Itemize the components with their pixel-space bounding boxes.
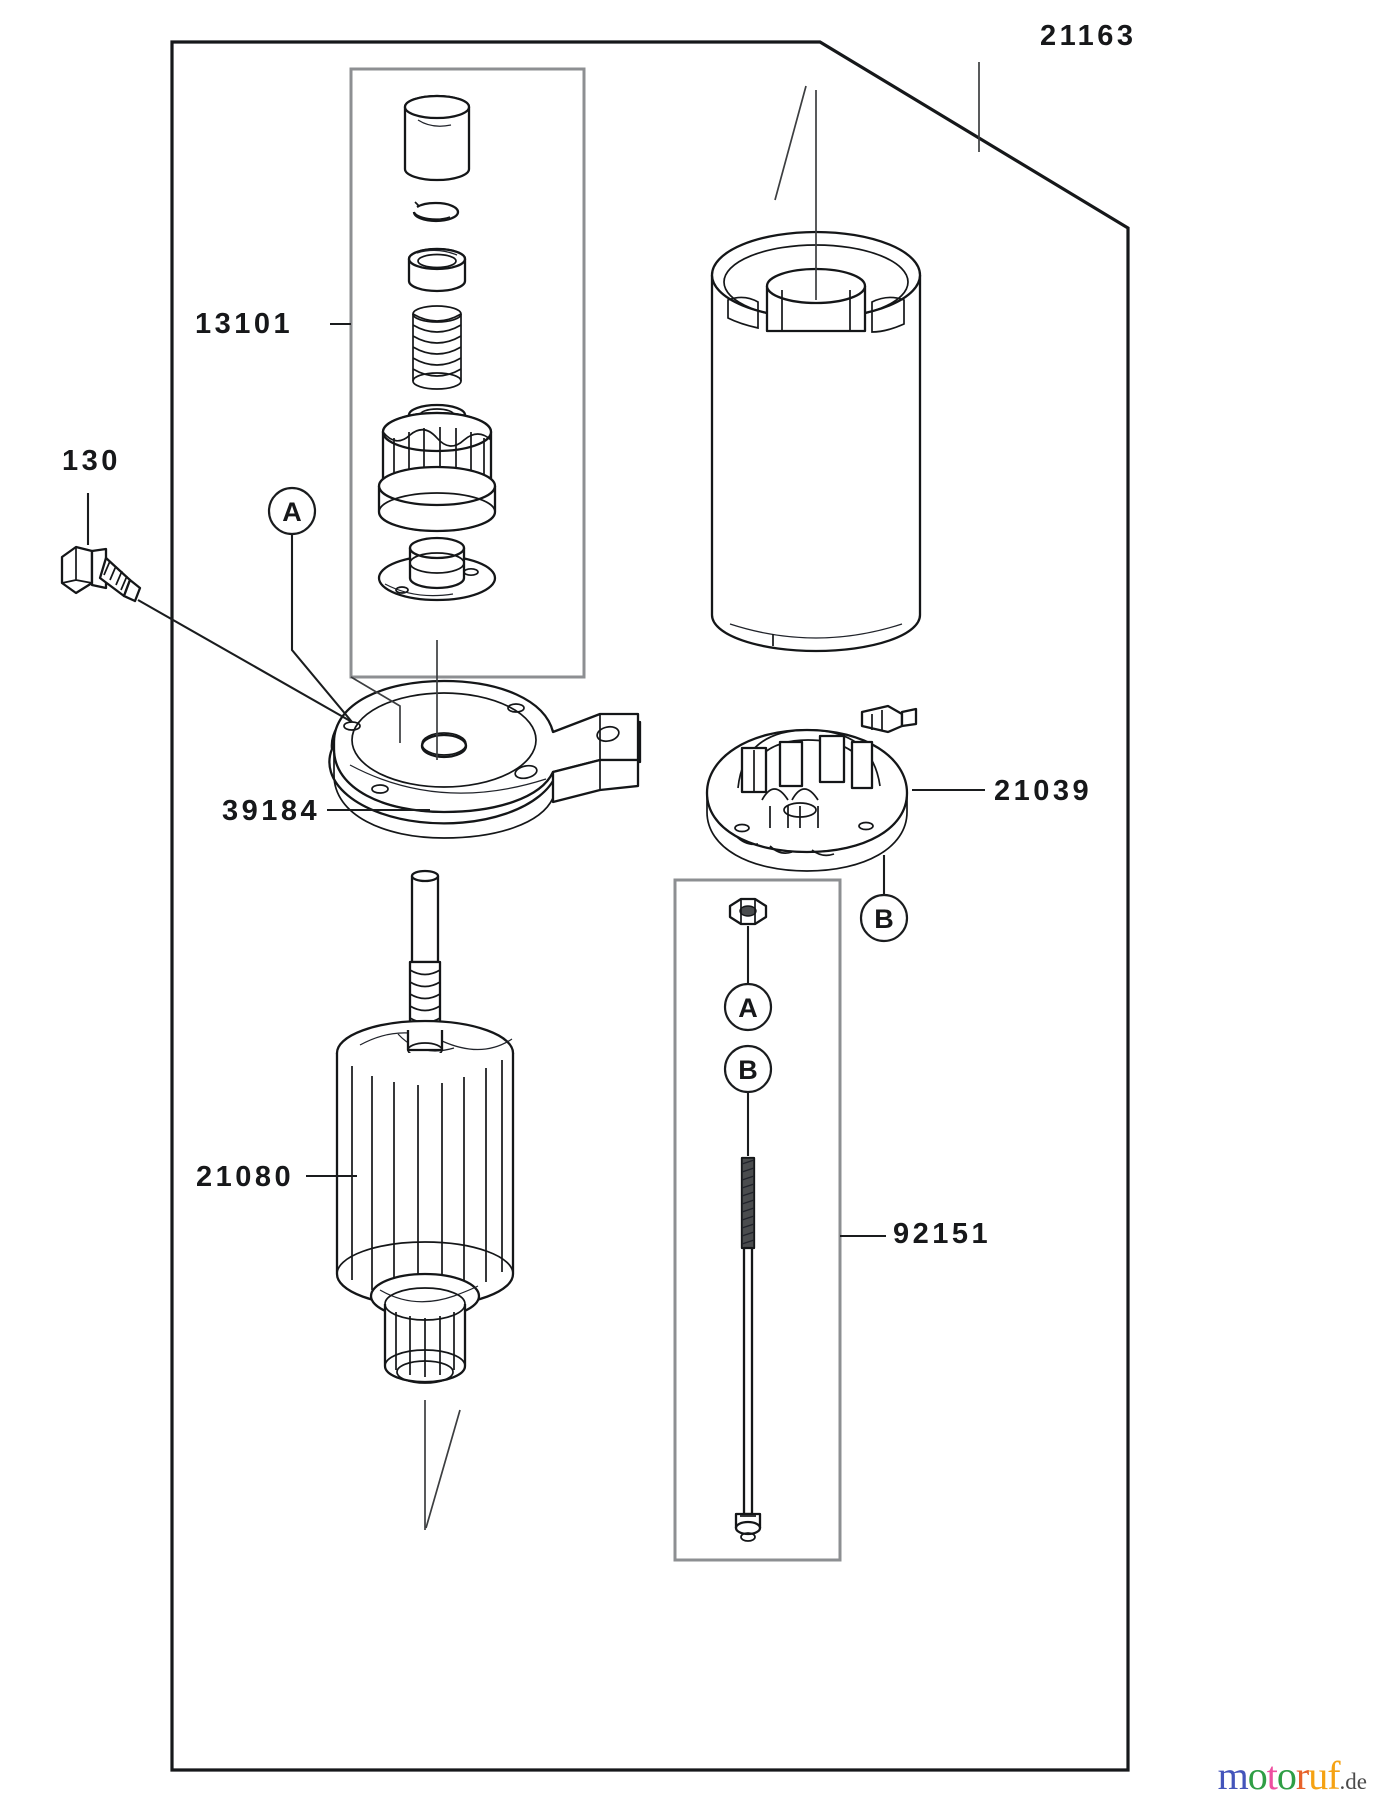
ref-marker-b-box[interactable]: B [723,1044,773,1094]
ref-marker-a-left-label: A [282,497,302,527]
retainer-collar [407,247,467,293]
watermark-letter-m: m [1217,1753,1249,1798]
pinion-collar-sleeve [403,94,471,182]
part-number-92151[interactable]: 92151 [893,1218,991,1250]
watermark-letter-u: u [1308,1753,1328,1798]
part-number-21080[interactable]: 21080 [196,1161,294,1193]
part-21039-brush-holder [705,704,918,872]
assembly-axis-21080-diag [425,1409,461,1529]
ref-marker-a-box-label: A [738,993,758,1023]
part-number-130[interactable]: 130 [62,445,121,477]
watermark-letter-f: f [1327,1753,1340,1798]
part-21163-housing [710,230,922,653]
leader-21163-internal-diag [774,85,807,201]
watermark-letter-o2: o [1276,1753,1297,1798]
part-number-21163[interactable]: 21163 [1040,20,1137,52]
part-130-bolt [60,545,142,603]
part-21080-armature [335,869,515,1384]
subbox-92151 [673,878,842,1562]
pinion-base-bushing [377,536,497,602]
motoruf-watermark[interactable]: motoruf.de [1218,1756,1367,1796]
pinion-gear [377,403,497,533]
ref-marker-b-box-label: B [738,1055,758,1085]
part-92151-bolt [728,897,768,1542]
part-number-21039[interactable]: 21039 [994,775,1092,807]
ref-marker-a-box[interactable]: A [723,982,773,1032]
leader-ref-a-left [290,534,353,723]
ref-marker-b-right-label: B [874,904,894,934]
watermark-letter-t: t [1266,1753,1278,1798]
leader-130-to-bracket [137,599,353,723]
ref-marker-a-left[interactable]: A [267,486,317,536]
snap-ring [412,201,460,223]
part-13101-assembly [377,94,497,602]
watermark-suffix: .de [1339,1769,1367,1794]
clutch-spring [412,305,462,390]
watermark-letter-o1: o [1247,1753,1268,1798]
diagram-outer-frame [170,40,1130,1772]
leader-13101-box-to-bracket [350,676,401,743]
ref-marker-b-right[interactable]: B [859,893,909,943]
part-number-39184[interactable]: 39184 [222,795,320,827]
part-number-13101[interactable]: 13101 [195,308,293,340]
watermark-letter-r: r [1295,1753,1309,1798]
part-39184-bracket [328,679,642,839]
subbox-13101 [349,67,586,679]
